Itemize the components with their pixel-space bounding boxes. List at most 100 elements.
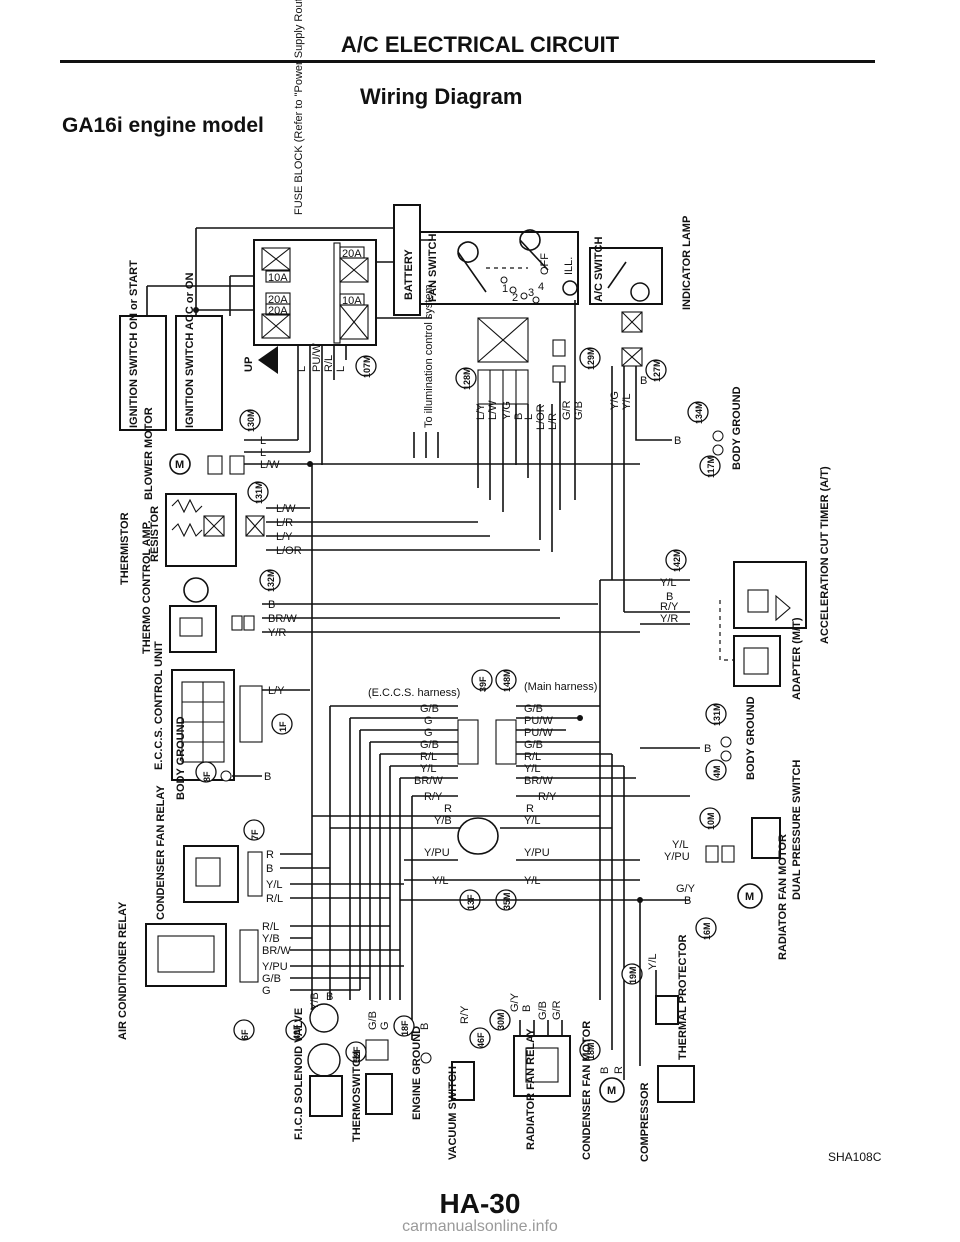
connector-130m: 130M <box>239 409 261 432</box>
condenser-relay-labels: R B Y/L R/L <box>266 849 283 905</box>
connector-49f: 49F <box>285 1019 307 1041</box>
svg-text:131M: 131M <box>254 481 264 504</box>
svg-text:UP: UP <box>243 357 255 372</box>
svg-text:M: M <box>175 459 184 471</box>
svg-text:B: B <box>513 413 525 420</box>
svg-text:M: M <box>745 891 754 903</box>
svg-text:BR/W: BR/W <box>262 945 291 957</box>
connector-8f: 8F <box>195 761 217 783</box>
adapter: ADAPTER (M/T) <box>733 617 803 700</box>
model-label: GA16i engine model <box>62 114 264 137</box>
svg-text:R/Y: R/Y <box>660 601 679 613</box>
fuse-block: 10A 20A 20A 10A 20A FUSE BLOCK (Refer to… <box>253 0 377 346</box>
svg-text:BLOWER MOTOR: BLOWER MOTOR <box>143 407 155 500</box>
svg-text:Y/L: Y/L <box>432 875 449 887</box>
ignition-switch-acc-label: IGNITION SWITCH ACC or ON <box>184 273 196 428</box>
up-arrow-icon: UP <box>243 346 278 374</box>
svg-text:RESISTOR: RESISTOR <box>149 506 161 562</box>
svg-text:L/W: L/W <box>487 400 499 420</box>
svg-text:M: M <box>607 1085 616 1097</box>
svg-text:142M: 142M <box>672 549 682 572</box>
body-ground-right-label: BODY GROUND <box>745 696 757 780</box>
svg-text:G/B: G/B <box>420 739 439 751</box>
svg-text:G: G <box>262 985 271 997</box>
eccs-harness-label: (E.C.C.S. harness) <box>368 687 460 699</box>
title-rule <box>60 60 875 63</box>
connector-1f: 1F <box>271 713 293 735</box>
eccs-wire-ly: L/Y <box>268 685 285 697</box>
svg-text:52F: 52F <box>352 1046 362 1062</box>
fuse-20a-3: 20A <box>342 248 362 260</box>
main-harness-label: (Main harness) <box>524 681 597 693</box>
svg-text:R: R <box>613 1066 625 1074</box>
connector-142m: 142M <box>665 549 687 572</box>
svg-text:3: 3 <box>528 287 534 299</box>
svg-text:13F: 13F <box>466 894 476 910</box>
connector-39f: 39F <box>471 669 493 692</box>
amp-wire-labels: B BR/W Y/R <box>268 599 297 639</box>
svg-text:L: L <box>260 435 266 447</box>
page-number: HA-30 <box>439 1188 521 1219</box>
svg-text:39F: 39F <box>478 676 488 692</box>
svg-text:CONDENSER FAN RELAY: CONDENSER FAN RELAY <box>155 785 167 920</box>
svg-text:117M: 117M <box>706 456 716 478</box>
ignition-switch-on-label: IGNITION SWITCH ON or START <box>128 260 140 428</box>
svg-text:BR/W: BR/W <box>414 775 443 787</box>
thermoswitch-label: THERMOSWITCH <box>351 1051 363 1142</box>
svg-text:B: B <box>640 375 647 387</box>
svg-text:PU/W: PU/W <box>311 343 323 372</box>
svg-text:G/B: G/B <box>573 401 585 420</box>
svg-text:L/W: L/W <box>276 503 296 515</box>
ac-switch-label: A/C SWITCH <box>593 237 605 302</box>
svg-text:127M: 127M <box>652 359 662 382</box>
svg-text:L/W: L/W <box>260 459 280 471</box>
compressor-label: COMPRESSOR <box>639 1082 651 1162</box>
eccs-control-unit: E.C.C.S. CONTROL UNIT <box>153 641 263 781</box>
svg-text:131M: 131M <box>712 703 722 726</box>
connector-4m: 4M <box>705 759 727 781</box>
svg-text:Y/PU: Y/PU <box>262 961 288 973</box>
condenser-fan-motor-label: CONDENSER FAN MOTOR <box>581 1021 593 1160</box>
radiator-fan-motor-label: RADIATOR FAN MOTOR <box>777 834 789 960</box>
connector-148m: 148M <box>495 669 517 692</box>
svg-text:46F: 46F <box>476 1032 486 1048</box>
lower-wire-labels: Y/B B G/B G B R/Y G/Y B G/B G/R Y/L B R <box>309 953 659 1074</box>
svg-text:R/Y: R/Y <box>459 1005 471 1024</box>
svg-text:Y/B: Y/B <box>309 992 321 1010</box>
ground-wire-b-2: B <box>264 771 271 783</box>
svg-text:Y/L: Y/L <box>524 875 541 887</box>
connector-46f: 46F <box>469 1027 491 1049</box>
svg-text:4M: 4M <box>712 765 722 778</box>
svg-text:132M: 132M <box>266 569 276 592</box>
thermo-amp: THERMO CONTROL AMP. <box>141 520 255 654</box>
svg-text:B: B <box>266 863 273 875</box>
svg-text:Y/PU: Y/PU <box>424 847 450 859</box>
fan-switch-label: FAN SWITCH <box>427 234 439 302</box>
connector-18f: 18F <box>393 1015 415 1037</box>
thermistor-label: THERMISTOR <box>119 512 131 585</box>
fuse-10a-2: 10A <box>342 295 362 307</box>
connector-127m: 127M <box>645 359 667 382</box>
svg-text:G/R: G/R <box>551 1000 563 1020</box>
engine-ground-label: ENGINE GROUND <box>411 1026 423 1120</box>
connector-30m: 30M <box>489 1009 511 1031</box>
svg-text:G/B: G/B <box>420 703 439 715</box>
svg-text:6F: 6F <box>240 1029 250 1040</box>
svg-text:L/OR: L/OR <box>276 545 302 557</box>
connector-107m: 107M <box>355 355 377 378</box>
ac-relay-labels: R/L Y/B BR/W Y/PU G/B G <box>262 921 291 997</box>
ignition-switches: IGNITION SWITCH ON or START IGNITION SWI… <box>119 260 223 431</box>
svg-text:PU/W: PU/W <box>524 727 553 739</box>
svg-text:L/R: L/R <box>547 413 559 430</box>
dual-pressure-labels: Y/L Y/PU <box>664 839 690 863</box>
connector-7f: 7F <box>243 819 265 841</box>
svg-text:Y/L: Y/L <box>524 815 541 827</box>
fan-switch-wire-labels: L/Y L/W Y/G B L L/OR L/R G/R G/B <box>475 400 585 430</box>
svg-text:G/B: G/B <box>524 703 543 715</box>
svg-text:30M: 30M <box>496 1012 506 1030</box>
ground-wire-b-3: B <box>704 743 711 755</box>
air-conditioner-relay: AIR CONDITIONER RELAY <box>117 901 259 1040</box>
accel-wire-labels: Y/L B R/Y Y/R <box>660 577 679 625</box>
connector-6f: 6F <box>233 1019 255 1041</box>
